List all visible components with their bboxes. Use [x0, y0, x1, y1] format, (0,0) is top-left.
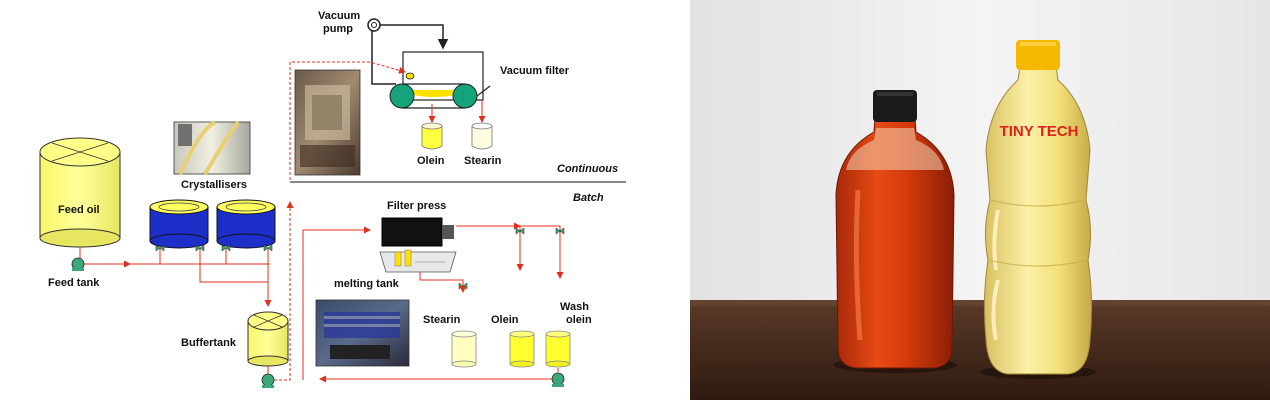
feed-oil-tank [39, 137, 121, 248]
vacuum-filter [389, 72, 491, 109]
black-cap [873, 90, 917, 122]
buffertank-label: Buffertank [181, 337, 237, 349]
olein-batch-label: Olein [491, 314, 519, 326]
filter-press-photo [315, 299, 410, 367]
vacuum-filter-frame [402, 51, 484, 101]
crystallisers-label: Crystallisers [181, 179, 247, 191]
buffer-tank [247, 311, 289, 367]
stearin-tank-batch [451, 330, 477, 368]
table [690, 300, 1270, 400]
oil-bottles-photo: TINY TECH [690, 0, 1270, 400]
wash-olein-pump [551, 372, 565, 387]
continuous-label: Continuous [557, 163, 618, 175]
crystalliser-1 [149, 199, 209, 249]
crystalliser-photo [173, 120, 251, 176]
vacuum-line [380, 24, 449, 50]
wash-olein-label-2: olein [566, 314, 592, 326]
crystalliser-2 [216, 199, 276, 249]
stearin-beaker-continuous [471, 122, 493, 150]
stearin-continuous-label: Stearin [464, 155, 502, 167]
feed-tank-label: Feed tank [48, 277, 100, 289]
stearin-batch-label: Stearin [423, 314, 461, 326]
wash-olein-label-1: Wash [560, 301, 589, 313]
vacuum-pump-label-1: Vacuum [318, 10, 360, 22]
vacuum-pump-label-2: pump [323, 23, 353, 35]
fractionation-process-diagram: Vacuum pump Vacuum filter Olein Stearin … [39, 10, 626, 388]
red-palm-oil-bottle [833, 90, 957, 373]
yellow-cap [1016, 40, 1060, 70]
olein-continuous-label: Olein [417, 155, 445, 167]
melting-tank-label: melting tank [334, 278, 400, 290]
wash-olein-tank [545, 330, 571, 368]
filter-press [379, 217, 457, 273]
refined-oil-bottle: TINY TECH [980, 40, 1096, 379]
feed-pump [71, 257, 85, 271]
filter-press-label: Filter press [387, 200, 446, 212]
wall [690, 0, 1270, 310]
vacuum-filter-label: Vacuum filter [500, 65, 570, 77]
bottle-brand-label: TINY TECH [1000, 123, 1079, 140]
batch-label: Batch [573, 192, 604, 204]
feed-oil-label: Feed oil [58, 204, 100, 216]
vacuum-line-2 [371, 31, 396, 85]
olein-tank-batch [509, 330, 535, 368]
buffer-pump [261, 373, 275, 388]
olein-beaker-continuous [421, 122, 443, 150]
vacuum-pump [367, 18, 381, 32]
vacuum-filter-photo [294, 69, 361, 176]
